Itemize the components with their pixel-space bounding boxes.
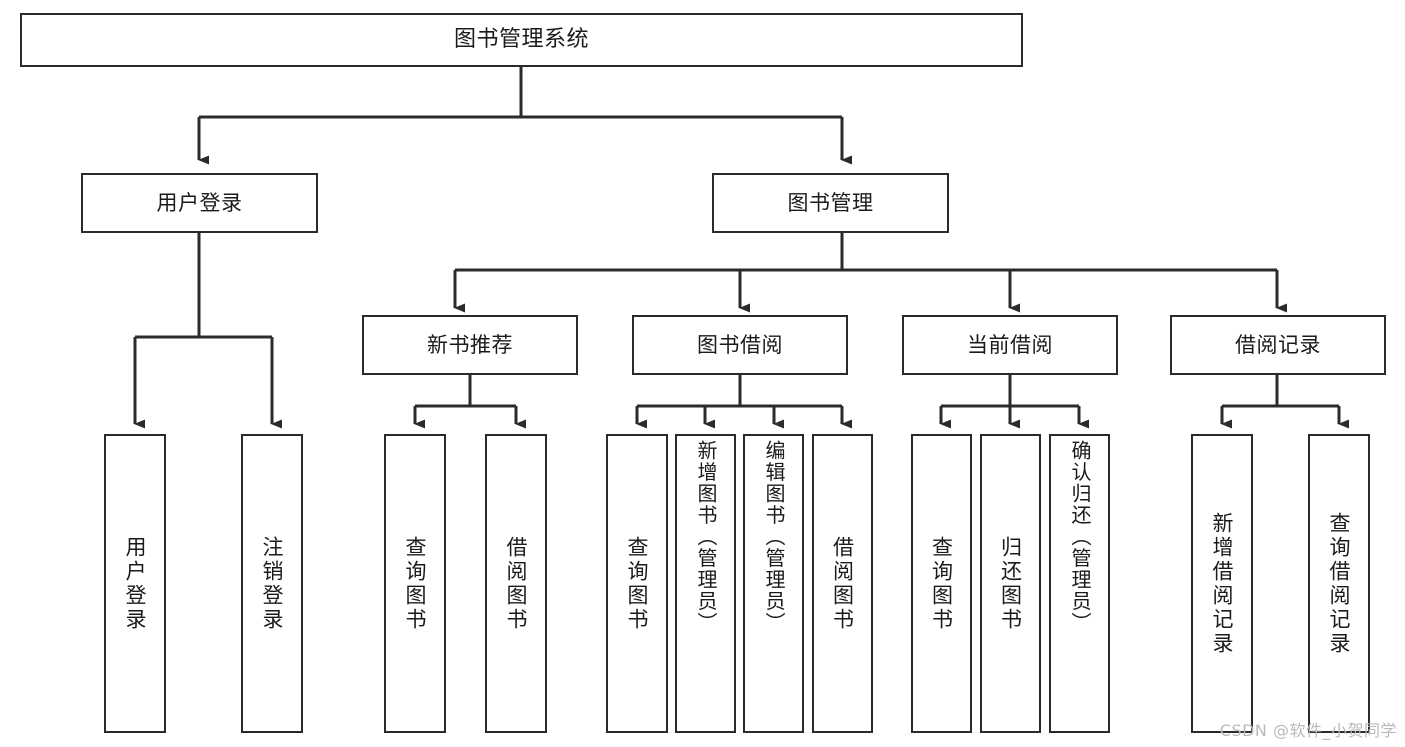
- node-leaf-borrow-book-2[interactable]: 借阅图书: [812, 434, 873, 733]
- node-new-book-rec-label: 新书推荐: [427, 332, 513, 357]
- node-leaf-borrow-book-2-label: 借阅图书: [830, 535, 855, 632]
- node-user-login-label: 用户登录: [156, 190, 243, 215]
- node-leaf-logout-label: 注销登录: [260, 535, 285, 632]
- node-book-manage-label: 图书管理: [787, 190, 874, 215]
- csdn-watermark: CSDN @软件_小贺同学: [1219, 721, 1397, 740]
- node-leaf-query-record[interactable]: 查询借阅记录: [1308, 434, 1370, 733]
- node-borrow-record[interactable]: 借阅记录: [1170, 315, 1386, 375]
- node-leaf-query-book-1[interactable]: 查询图书: [384, 434, 446, 733]
- node-leaf-borrow-book-1-label: 借阅图书: [504, 535, 529, 632]
- node-borrow-record-label: 借阅记录: [1235, 332, 1321, 357]
- node-leaf-borrow-book-1[interactable]: 借阅图书: [485, 434, 547, 733]
- node-book-borrow-label: 图书借阅: [697, 332, 783, 357]
- node-leaf-user-login[interactable]: 用户登录: [104, 434, 166, 733]
- node-current-borrow-label: 当前借阅: [967, 332, 1053, 357]
- node-leaf-logout[interactable]: 注销登录: [241, 434, 303, 733]
- node-leaf-query-book-3[interactable]: 查询图书: [911, 434, 972, 733]
- node-new-book-rec[interactable]: 新书推荐: [362, 315, 578, 375]
- node-root-label: 图书管理系统: [453, 27, 589, 53]
- node-root[interactable]: 图书管理系统: [20, 13, 1023, 67]
- node-leaf-edit-book-label: 编辑图书（管理员）: [762, 440, 786, 634]
- node-leaf-add-record[interactable]: 新增借阅记录: [1191, 434, 1253, 733]
- node-leaf-query-record-label: 查询借阅记录: [1327, 511, 1352, 656]
- node-leaf-return-book-label: 归还图书: [998, 535, 1023, 632]
- node-leaf-user-login-label: 用户登录: [123, 535, 148, 632]
- node-leaf-edit-book[interactable]: 编辑图书（管理员）: [743, 434, 804, 733]
- node-leaf-query-book-2[interactable]: 查询图书: [606, 434, 668, 733]
- node-leaf-add-record-label: 新增借阅记录: [1210, 511, 1235, 656]
- node-leaf-add-book-label: 新增图书（管理员）: [694, 440, 718, 634]
- node-leaf-query-book-3-label: 查询图书: [929, 535, 954, 632]
- node-leaf-add-book[interactable]: 新增图书（管理员）: [675, 434, 736, 733]
- node-book-manage[interactable]: 图书管理: [712, 173, 949, 233]
- node-leaf-confirm-return-label: 确认归还（管理员）: [1068, 440, 1092, 634]
- node-book-borrow[interactable]: 图书借阅: [632, 315, 848, 375]
- node-leaf-confirm-return[interactable]: 确认归还（管理员）: [1049, 434, 1110, 733]
- node-leaf-query-book-1-label: 查询图书: [403, 535, 428, 632]
- node-current-borrow[interactable]: 当前借阅: [902, 315, 1118, 375]
- node-leaf-return-book[interactable]: 归还图书: [980, 434, 1041, 733]
- node-user-login[interactable]: 用户登录: [81, 173, 318, 233]
- node-leaf-query-book-2-label: 查询图书: [625, 535, 650, 632]
